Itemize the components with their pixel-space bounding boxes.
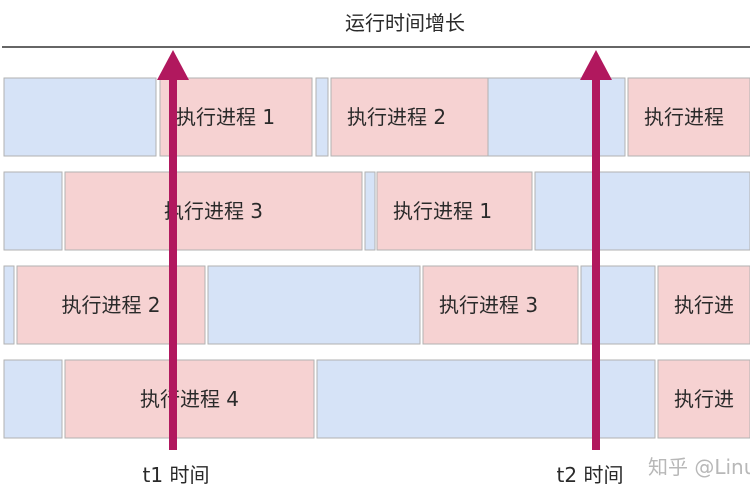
process-label: 执行进程 3 bbox=[164, 199, 263, 223]
idle-segment bbox=[534, 171, 750, 251]
time-marker-shaft bbox=[169, 70, 177, 450]
process-row-3: 执行进程 2 执行进程 3 执行进 bbox=[3, 265, 750, 345]
idle-segment bbox=[487, 77, 626, 157]
arrow-up-icon bbox=[157, 50, 189, 80]
process-label: 执行进 bbox=[674, 387, 734, 411]
process-row-2: 执行进程 3 执行进程 1 bbox=[3, 171, 750, 251]
idle-segment bbox=[3, 265, 15, 345]
watermark-text: 知乎 @Linux bbox=[648, 455, 750, 479]
arrow-up-icon bbox=[580, 50, 612, 80]
time-marker-label: t2 时间 bbox=[557, 463, 624, 487]
time-marker-shaft bbox=[592, 70, 600, 450]
process-segment bbox=[64, 171, 363, 251]
idle-segment bbox=[316, 359, 656, 439]
process-segment bbox=[657, 265, 750, 345]
process-segment bbox=[422, 265, 579, 345]
idle-segment bbox=[364, 171, 376, 251]
idle-segment bbox=[3, 171, 63, 251]
process-label: 执行进 bbox=[674, 293, 734, 317]
process-segment bbox=[627, 77, 750, 157]
idle-segment bbox=[207, 265, 421, 345]
process-label: 执行进程 2 bbox=[61, 293, 160, 317]
idle-segment bbox=[315, 77, 329, 157]
process-segment bbox=[64, 359, 315, 439]
idle-segment bbox=[3, 359, 63, 439]
time-marker-label: t1 时间 bbox=[143, 463, 210, 487]
process-row-1: 执行进程 1 执行进程 2 执行进程 bbox=[3, 77, 750, 157]
process-segment bbox=[657, 359, 750, 439]
process-segment bbox=[376, 171, 533, 251]
idle-segment bbox=[3, 77, 157, 157]
process-label: 执行进程 3 bbox=[439, 293, 538, 317]
process-segment bbox=[159, 77, 313, 157]
diagram-title: 运行时间增长 bbox=[345, 11, 465, 35]
process-label: 执行进程 1 bbox=[176, 105, 275, 129]
process-label: 执行进程 1 bbox=[393, 199, 492, 223]
process-label: 执行进程 2 bbox=[347, 105, 446, 129]
process-row-4: 执行进程 4 执行进 bbox=[3, 359, 750, 439]
process-segment bbox=[330, 77, 489, 157]
process-label: 执行进程 4 bbox=[140, 387, 239, 411]
time-markers: t1 时间 t2 时间 bbox=[143, 50, 624, 487]
process-label: 执行进程 bbox=[644, 105, 724, 129]
